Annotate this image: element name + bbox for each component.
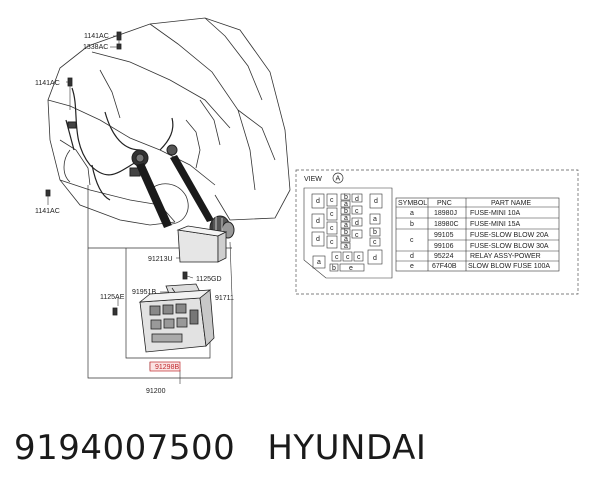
slot-label-c: c bbox=[330, 197, 334, 204]
slot-label-a: a bbox=[344, 222, 348, 229]
part-number: 9194007500 bbox=[14, 428, 236, 468]
callout-1141ac-left: 1141AC bbox=[35, 80, 60, 87]
table-cell-symbol: e bbox=[410, 263, 414, 270]
table-cell-part-name: FUSE-SLOW BLOW 30A bbox=[470, 243, 549, 250]
slot-label-d: d bbox=[374, 198, 378, 205]
callout-91200: 91200 bbox=[146, 388, 166, 395]
slot-label-d: d bbox=[316, 236, 320, 243]
slot-label-b: b bbox=[344, 208, 348, 215]
table-cell-part-name: FUSE-MINI 15A bbox=[470, 221, 521, 228]
slot-label-c: c bbox=[355, 208, 359, 215]
leader-bands bbox=[136, 155, 214, 228]
callout-91298b-highlight bbox=[149, 361, 181, 372]
slot-label-e: e bbox=[349, 265, 353, 272]
table-cell-symbol-merged: c bbox=[410, 237, 414, 244]
slot-label-a: a bbox=[344, 201, 348, 208]
caption: 9194007500 HYUNDAI bbox=[14, 428, 426, 468]
callout-91298b: 91298B bbox=[155, 364, 179, 371]
callout-1141ac-bottom: 1141AC bbox=[35, 208, 60, 215]
slot-label-c: c bbox=[357, 254, 361, 261]
callout-1125ae: 1125AE bbox=[100, 294, 125, 301]
table-cell-pnc: 99105 bbox=[434, 232, 454, 239]
slot-label-a: a bbox=[344, 243, 348, 250]
callout-91213u: 91213U bbox=[148, 256, 173, 263]
slot-label-a: a bbox=[317, 259, 321, 266]
slot-label-c: c bbox=[330, 211, 334, 218]
fuse-box-cover bbox=[176, 225, 228, 263]
slot-label-c: c bbox=[330, 239, 334, 246]
slot-label-d: d bbox=[355, 220, 359, 227]
view-panel bbox=[295, 169, 579, 295]
table-cell-symbol: a bbox=[410, 210, 414, 217]
callouts: 1141AC 1338AC 1141AC 1141AC 91213U 1125G… bbox=[35, 33, 234, 395]
slot-label-c: c bbox=[346, 254, 350, 261]
slot-label-a: a bbox=[344, 236, 348, 243]
table-cell-part-name: FUSE-MINI 10A bbox=[470, 210, 521, 217]
slot-label-c: c bbox=[373, 239, 377, 246]
fuse-layout-labels: d d d c c c c b a b a a b a a d c d c d … bbox=[316, 194, 378, 272]
slot-label-a: a bbox=[373, 216, 377, 223]
slot-label-d: d bbox=[373, 255, 377, 262]
table-header-symbol: SYMBOL bbox=[398, 200, 427, 207]
slot-label-c: c bbox=[355, 232, 359, 239]
slot-label-d: d bbox=[316, 218, 320, 225]
slot-label-b: b bbox=[332, 265, 336, 272]
slot-label-c: c bbox=[335, 254, 339, 261]
callout-91951b: 91951B bbox=[132, 289, 156, 296]
table-cell-pnc: 18980C bbox=[434, 221, 459, 228]
table-header-part-name: PART NAME bbox=[491, 200, 531, 207]
slot-label-b: b bbox=[344, 229, 348, 236]
parts-table-text: SYMBOL PNC PART NAME a 18980J FUSE-MINI … bbox=[398, 200, 550, 270]
table-header-pnc: PNC bbox=[437, 200, 452, 207]
fuse-layout bbox=[303, 187, 393, 279]
wiring-harness bbox=[65, 87, 174, 201]
table-cell-pnc: 18980J bbox=[434, 210, 457, 217]
table-cell-pnc: 99106 bbox=[434, 243, 454, 250]
callout-1338ac: 1338AC bbox=[83, 44, 108, 51]
view-title: VIEW bbox=[304, 176, 322, 183]
parts-diagram: 1141AC 1338AC 1141AC 1141AC 91213U 1125G… bbox=[35, 17, 579, 395]
slot-label-b: b bbox=[344, 194, 348, 201]
table-cell-pnc: 95224 bbox=[434, 253, 454, 260]
callout-91711: 91711 bbox=[215, 295, 234, 302]
brand-name: HYUNDAI bbox=[267, 428, 427, 468]
slot-label-b: b bbox=[373, 229, 377, 236]
slot-label-c: c bbox=[330, 225, 334, 232]
parts-table bbox=[395, 197, 560, 272]
view-letter: A bbox=[336, 176, 341, 183]
view-letter-circle bbox=[332, 172, 344, 184]
table-cell-part-name: RELAY ASSY-POWER bbox=[470, 253, 541, 260]
slot-label-d: d bbox=[316, 198, 320, 205]
table-cell-symbol: b bbox=[410, 221, 414, 228]
table-cell-symbol: d bbox=[410, 253, 414, 260]
slot-label-d: d bbox=[355, 196, 359, 203]
table-cell-part-name: SLOW BLOW FUSE 100A bbox=[468, 263, 550, 270]
fuse-box-body bbox=[138, 289, 215, 353]
table-cell-part-name: FUSE-SLOW BLOW 20A bbox=[470, 232, 549, 239]
callout-1141ac-top: 1141AC bbox=[84, 33, 109, 40]
harness-components bbox=[67, 121, 178, 177]
table-cell-pnc: 67F40B bbox=[432, 263, 457, 270]
slot-label-a: a bbox=[344, 215, 348, 222]
callout-1125gd: 1125GD bbox=[196, 276, 222, 283]
